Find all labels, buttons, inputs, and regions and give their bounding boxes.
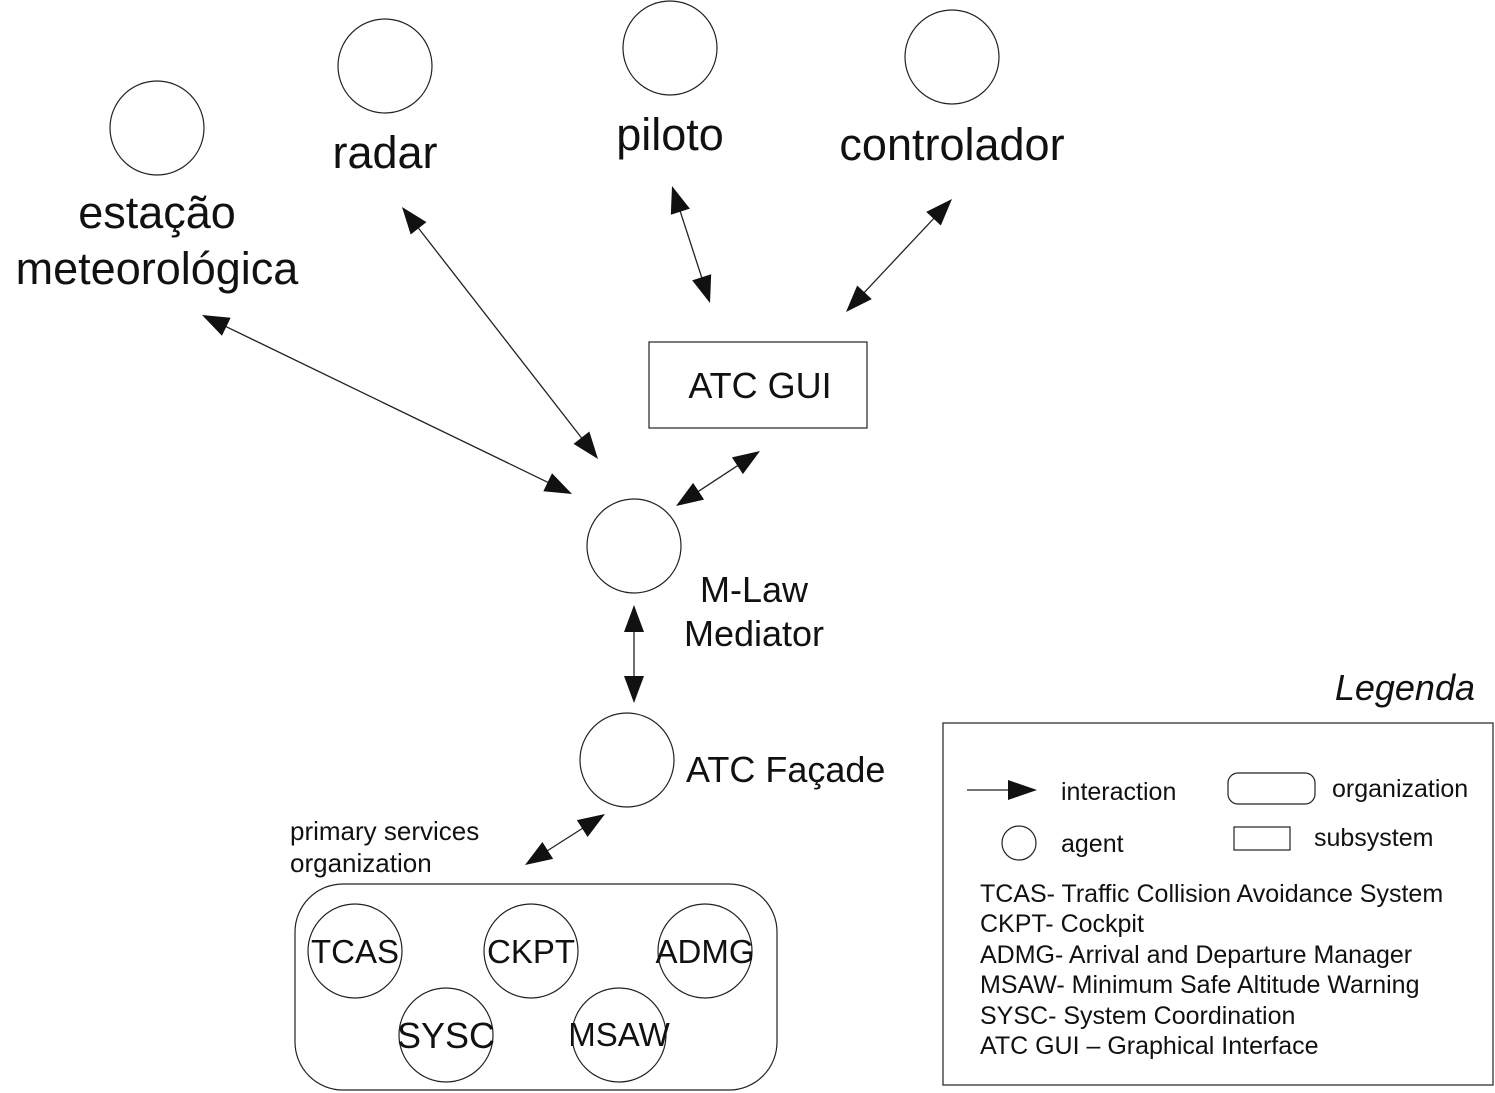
- legend-box: [942, 722, 1494, 1086]
- legend-organization-label: organization: [1332, 775, 1468, 803]
- admg-label: ADMG: [656, 933, 755, 970]
- link-piloto-gui-arrowhead-start: [670, 186, 690, 215]
- tcas-agent-circle: [307, 903, 403, 999]
- atc-gui-subsystem-box: [648, 341, 868, 429]
- link-gui-mediator-line: [692, 461, 744, 496]
- link-controlador-gui-arrowhead-start: [926, 199, 952, 226]
- controlador-agent-circle: [904, 9, 1000, 105]
- atc-facade-label: ATC Façade: [686, 749, 885, 790]
- link-piloto-gui-arrowhead-end: [692, 274, 712, 303]
- estacao-label-line1: estação: [78, 187, 236, 238]
- link-estacao-mediator-line: [219, 323, 555, 486]
- radar-label: radar: [332, 127, 437, 178]
- link-piloto-gui-line: [677, 204, 705, 285]
- atc-gui-label: ATC GUI: [688, 365, 831, 406]
- link-estacao-mediator-arrowhead-start: [202, 315, 231, 336]
- controlador-label: controlador: [839, 119, 1064, 170]
- link-mediator-facade-arrowhead-end: [624, 676, 644, 703]
- link-gui-mediator-arrowhead-start: [731, 451, 760, 475]
- link-facade-organization-arrowhead-start: [576, 814, 605, 837]
- link-radar-mediator-line: [413, 222, 587, 444]
- link-gui-mediator-arrowhead-end: [676, 482, 705, 506]
- link-mediator-facade-arrowhead-start: [624, 605, 644, 632]
- legend-definition-tcas: TCAS- Traffic Collision Avoidance System: [980, 880, 1443, 908]
- legend-subsystem-swatch: [1233, 826, 1291, 851]
- legend-organization-swatch: [1227, 772, 1316, 805]
- legend-interaction-label: interaction: [1061, 778, 1176, 806]
- estacao-agent-circle: [109, 80, 205, 176]
- link-radar-mediator-arrowhead-start: [402, 207, 427, 235]
- mlaw-label-line1: M-Law: [700, 569, 809, 610]
- piloto-agent-circle: [622, 0, 718, 96]
- estacao-label-line2: meteorológica: [16, 243, 300, 294]
- mlaw-mediator-circle: [586, 498, 682, 594]
- tcas-label: TCAS: [311, 933, 399, 970]
- legend-definition-ckpt: CKPT- Cockpit: [980, 910, 1144, 938]
- msaw-agent-circle: [571, 987, 667, 1083]
- radar-agent-circle: [337, 18, 433, 114]
- legend-subsystem-label: subsystem: [1314, 824, 1433, 852]
- legend-definition-sysc: SYSC- System Coordination: [980, 1002, 1295, 1030]
- ckpt-label: CKPT: [487, 933, 575, 970]
- link-controlador-gui-arrowhead-end: [846, 285, 872, 312]
- admg-agent-circle: [657, 903, 753, 999]
- link-radar-mediator-arrowhead-end: [573, 431, 598, 459]
- link-controlador-gui-line: [859, 213, 939, 298]
- link-facade-organization-arrowhead-end: [525, 842, 554, 865]
- atc-facade-circle: [579, 712, 675, 808]
- org-title-line1: primary services: [290, 816, 479, 846]
- mlaw-label-line2: Mediator: [684, 613, 824, 654]
- link-estacao-mediator-arrowhead-end: [543, 473, 572, 494]
- legend-title: Legenda: [1335, 667, 1475, 708]
- legend-definition-atc-gui: ATC GUI – Graphical Interface: [980, 1032, 1319, 1060]
- interaction-links: [202, 186, 952, 865]
- org-title-line2: organization: [290, 848, 432, 878]
- msaw-label: MSAW: [568, 1016, 670, 1053]
- sysc-label: SYSC: [397, 1015, 495, 1056]
- sysc-agent-circle: [398, 987, 494, 1083]
- piloto-label: piloto: [616, 109, 724, 160]
- legend-interaction-arrowhead: [1008, 780, 1037, 800]
- legend-definition-msaw: MSAW- Minimum Safe Altitude Warning: [980, 971, 1420, 999]
- legend-agent-label: agent: [1061, 830, 1124, 858]
- legend-definition-admg: ADMG- Arrival and Departure Manager: [980, 941, 1412, 969]
- ckpt-agent-circle: [483, 903, 579, 999]
- legend-agent-swatch: [1001, 825, 1037, 861]
- link-facade-organization-line: [541, 824, 589, 855]
